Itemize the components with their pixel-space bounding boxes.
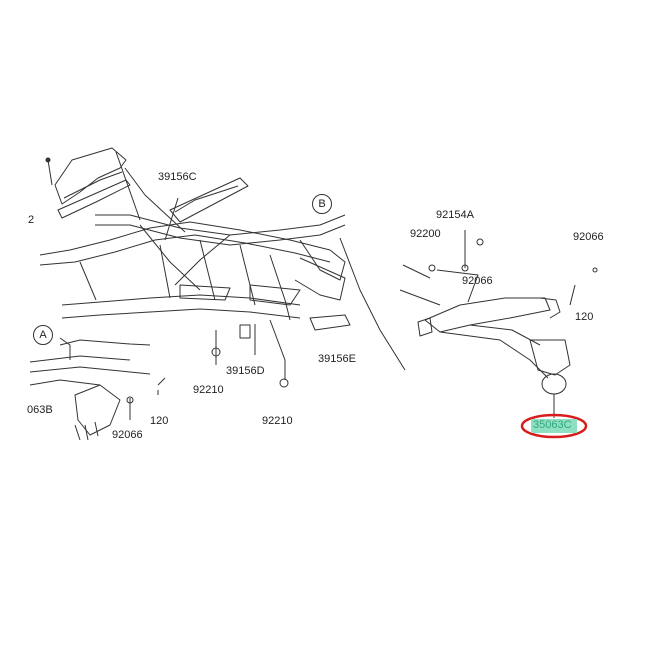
label-92066-c: 92066 <box>573 231 604 243</box>
label-92210-b: 92210 <box>262 415 293 427</box>
swing-arm-upper <box>424 297 551 333</box>
label-35063c: 35063C <box>533 419 572 431</box>
label-92066-a: 92066 <box>112 429 143 441</box>
label-120-a: 120 <box>150 415 169 427</box>
label-120-b: 120 <box>575 311 594 323</box>
top-bracket <box>54 147 127 205</box>
callout-b: B <box>312 194 332 214</box>
label-92154a: 92154A <box>436 209 474 221</box>
upper-rail-lower-edge <box>39 234 331 266</box>
strip-39156c <box>169 177 249 223</box>
swing-arm-bracket <box>529 339 571 376</box>
label-92066-b: 92066 <box>462 275 493 287</box>
label-2: 2 <box>28 214 35 226</box>
label-39156e: 39156E <box>318 353 356 365</box>
label-92210-a: 92210 <box>193 384 224 396</box>
label-39156c: 39156C <box>158 171 197 183</box>
lower-strap <box>57 179 131 219</box>
label-39156d: 39156D <box>226 365 265 377</box>
callout-a: A <box>33 325 53 345</box>
label-92200: 92200 <box>410 228 441 240</box>
highlight-fill <box>531 419 577 433</box>
strip-39156e <box>309 314 351 331</box>
highlight-ring <box>520 413 588 439</box>
top-bracket-edge <box>63 171 123 199</box>
label-063b: 063B <box>27 404 53 416</box>
bushing-icon <box>541 373 567 395</box>
